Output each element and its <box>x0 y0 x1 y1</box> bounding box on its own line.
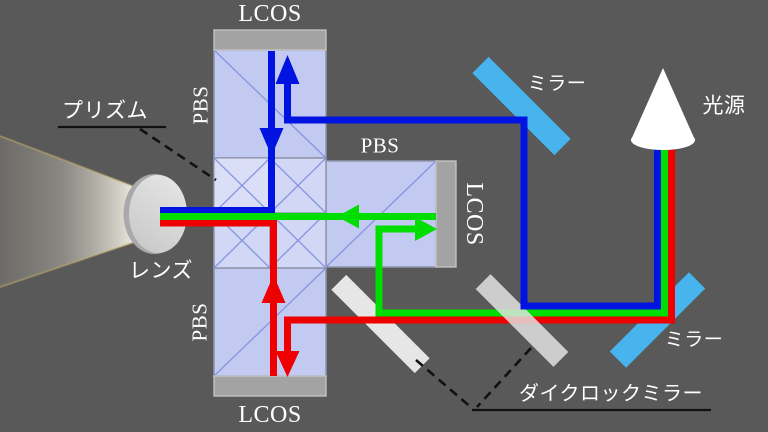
blue-arrow-up <box>275 55 300 84</box>
green-arrow-left <box>337 204 359 229</box>
label-pbs-top: PBS <box>188 85 213 125</box>
lcos-panel-top <box>213 29 327 51</box>
green-arrow-right <box>415 217 437 241</box>
projected-light-cone <box>0 136 138 287</box>
light-cone-top-edge <box>0 135 139 189</box>
blue-arrow-down <box>259 128 284 156</box>
dichroic1-pointer-line <box>476 347 532 408</box>
label-pbs-right: PBS <box>360 133 400 158</box>
lens <box>129 175 187 253</box>
label-lcos-top: LCOS <box>238 1 302 27</box>
dichroic-mirror-1 <box>475 274 569 367</box>
label-lens: レンズ <box>128 258 194 283</box>
label-pbs-bottom: PBS <box>187 302 212 342</box>
light-cone-bottom-edge <box>0 240 139 288</box>
mirror-top <box>472 56 571 156</box>
red-beam-return <box>160 219 277 376</box>
label-light-source: 光源 <box>702 93 746 118</box>
dichroic2-pointer-line <box>415 359 474 410</box>
lcos-panel-right <box>435 160 457 268</box>
label-lcos-right: LCOS <box>461 182 487 246</box>
label-mirror-top: ミラー <box>527 73 587 95</box>
red-beam-in <box>284 146 675 351</box>
label-prism: プリズム <box>62 98 148 123</box>
label-dichroic-mirror: ダイクロックミラー <box>518 383 704 405</box>
green-beam-in <box>375 146 668 317</box>
blue-beam-in <box>284 84 661 310</box>
blue-beam-return <box>160 51 275 214</box>
light-source-cone <box>631 68 695 150</box>
lcos-panel-bottom <box>213 375 327 397</box>
red-arrow-up <box>261 275 286 303</box>
red-arrow-down <box>275 351 300 377</box>
dichroic-mirror-2 <box>331 274 430 374</box>
prism-pointer-line <box>139 127 217 182</box>
label-lcos-bottom: LCOS <box>238 402 302 428</box>
label-mirror-bottom: ミラー <box>664 329 724 351</box>
